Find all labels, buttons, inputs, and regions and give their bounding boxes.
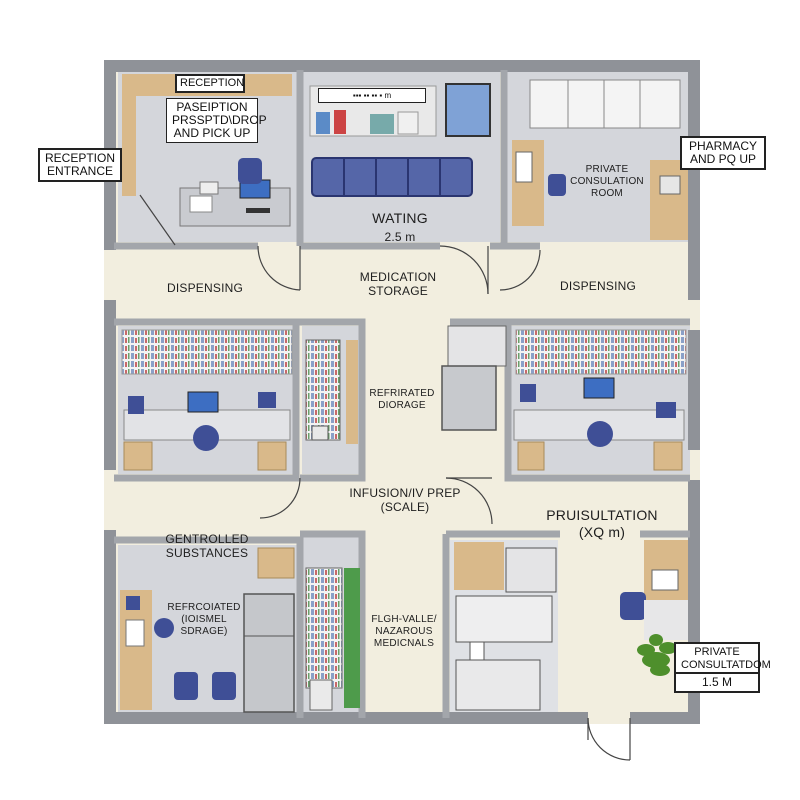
consult-top-doc xyxy=(515,151,533,183)
consult-bottom-room xyxy=(454,540,688,711)
dispensing-right-drawer-2 xyxy=(653,441,683,471)
tv-screen xyxy=(445,83,491,137)
dispensing-right-drawer-1 xyxy=(517,441,545,471)
reception-top-label: RECEPTION xyxy=(175,74,245,93)
reception-counter-side xyxy=(122,96,136,196)
hazard-room xyxy=(305,567,360,711)
controlled-fridge xyxy=(243,593,295,713)
waiting-label: WATING xyxy=(372,210,428,226)
private-consult-top-room xyxy=(512,79,688,240)
shelf-item-3 xyxy=(370,114,394,134)
dispensing-left-phone xyxy=(258,392,276,408)
reception-entrance-label: RECEPTION ENTRANCE xyxy=(38,148,122,182)
refrigerated-room xyxy=(305,339,358,444)
consult-bottom-table xyxy=(455,595,553,643)
dispensing-right-monitor xyxy=(583,377,615,399)
dispensing-left-shelves xyxy=(121,329,293,375)
refrig-box xyxy=(311,425,329,441)
controlled-label: GENTROLLED SUBSTANCES xyxy=(165,532,249,560)
controlled-doc xyxy=(125,619,145,647)
consultation-right-label: PRUISULTATION (XQ m) xyxy=(546,507,658,540)
upper-cabinets xyxy=(529,79,681,129)
consult-bottom-sink xyxy=(505,547,557,593)
waiting-bench xyxy=(311,157,473,197)
dispensing-right-label: DISPENSING xyxy=(559,279,637,293)
door-swings xyxy=(139,194,631,761)
private-consult-bottom-label: PRIVATE CONSULTATDOM xyxy=(674,642,771,676)
consult-bottom-cabinet xyxy=(455,659,541,711)
refrigerated-label: REFRIRATED DIORAGE xyxy=(369,388,435,411)
shelf-item-4 xyxy=(397,111,419,135)
dispensing-left-label: DISPENSING xyxy=(166,281,244,295)
controlled-safe xyxy=(257,547,295,579)
reception-counter-label: PASEIPTION PRSSPTD\DROP AND PICK UP xyxy=(166,98,267,143)
interior-walls xyxy=(114,70,690,718)
dispensing-right-printer xyxy=(520,384,536,402)
hazard-green-cabinet xyxy=(344,568,360,708)
hazard-bin xyxy=(309,679,333,711)
shelf-item-2 xyxy=(334,110,346,134)
dispensing-left-monitor xyxy=(187,391,219,413)
consult-right-doc xyxy=(651,569,679,591)
dispensing-right-chair xyxy=(587,421,613,447)
controlled-desk-chair xyxy=(154,618,174,638)
dispensing-left-room xyxy=(121,329,293,471)
dispensing-left-drawer-2 xyxy=(257,441,287,471)
controlled-chair-1 xyxy=(174,672,198,700)
private-consult-top-label: PRIVATE CONSULATION ROOM xyxy=(570,164,644,199)
dispensing-right-room xyxy=(441,325,687,471)
refrig-bottom-label: REFRCOIATED (IOISMEL SDRAGE) xyxy=(167,602,241,637)
consult-right-chair xyxy=(620,592,646,620)
shelf-item-1 xyxy=(316,112,330,134)
controlled-phone xyxy=(126,596,140,610)
dispensing-right-shelves xyxy=(515,329,687,375)
consult-bottom-counter xyxy=(454,542,504,590)
dispensing-left-drawer-1 xyxy=(123,441,153,471)
pharmacy-counter xyxy=(650,160,688,240)
waiting-dim-label: 2.5 m xyxy=(384,230,416,244)
pharmacy-register xyxy=(659,175,681,195)
reception-printer xyxy=(199,181,219,195)
waiting-shelf-sign: ▪▪▪ ▪▪ ▪▪ ▪ m xyxy=(318,88,426,103)
controlled-room xyxy=(120,547,295,713)
infusion-label: INFUSION/IV PREP (SCALE) xyxy=(349,486,461,514)
lift-box xyxy=(447,325,507,367)
reception-chair xyxy=(238,158,262,184)
dispensing-left-chair xyxy=(193,425,219,451)
reception-keyboard xyxy=(246,208,270,213)
fridge-unit xyxy=(305,339,341,441)
plant xyxy=(637,634,677,676)
consult-right-counter xyxy=(644,600,688,640)
reception-papers xyxy=(189,195,213,213)
dispensing-right-phone xyxy=(656,402,676,418)
steel-cabinet xyxy=(441,365,497,431)
hazardous-label: FLGH-VALLE/ NAZAROUS MEDICNALS xyxy=(371,614,437,649)
hazard-shelf xyxy=(305,567,343,689)
controlled-chair-2 xyxy=(212,672,236,700)
private-consult-bottom-dim: 1.5 M xyxy=(674,672,760,693)
dispensing-left-printer xyxy=(128,396,144,414)
consult-top-chair xyxy=(548,174,566,196)
medication-storage-label: MEDICATION STORAGE xyxy=(359,270,437,298)
pharmacy-label: PHARMACY AND PQ UP xyxy=(680,136,766,170)
refrig-counter xyxy=(346,340,358,444)
